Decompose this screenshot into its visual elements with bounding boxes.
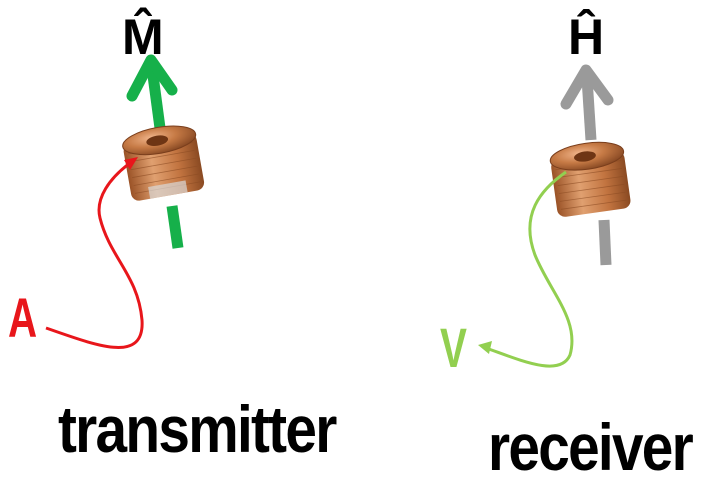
field-arrow-tail [604, 220, 606, 265]
output-label: V [440, 320, 467, 376]
field-arrow [566, 70, 608, 140]
receiver-coil [548, 138, 631, 218]
output-lead-arrowhead [478, 341, 492, 354]
input-label: A [8, 290, 37, 346]
moment-arrow-tail [172, 206, 178, 248]
moment-arrow [132, 60, 172, 128]
receiver-caption: receiver [488, 414, 692, 480]
input-lead [46, 163, 142, 347]
transmitter-caption: transmitter [58, 396, 336, 462]
field-label: Ĥ [568, 12, 604, 62]
moment-label: M̂ [122, 12, 164, 62]
